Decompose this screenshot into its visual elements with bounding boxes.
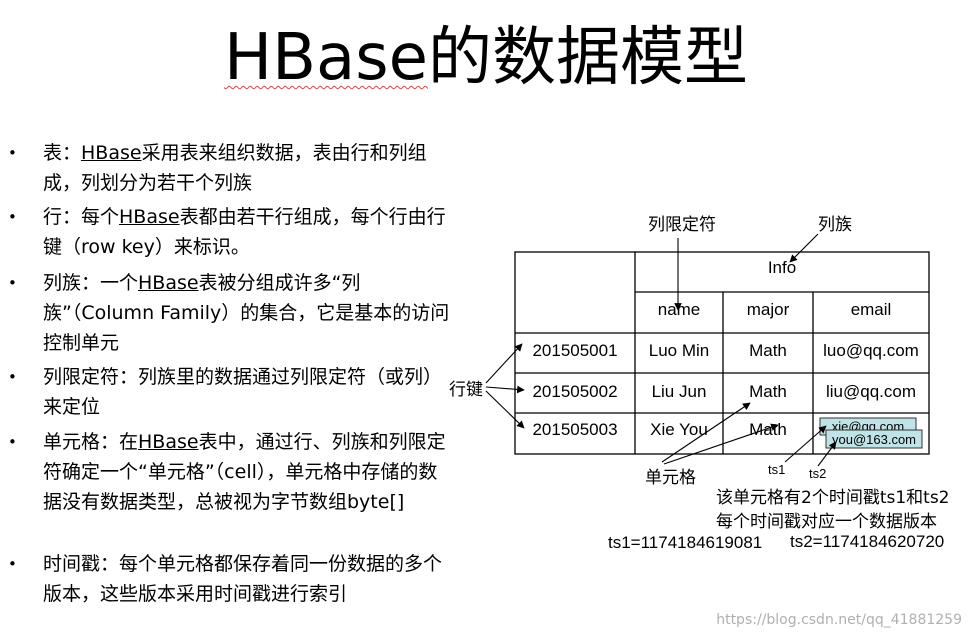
cell-arrow — [663, 423, 779, 465]
row-key: 201505001 — [532, 341, 617, 360]
bullet-marker: • — [8, 433, 17, 451]
bullet-text: 表中，通过行、列族和列限定符确定一个“单元格”（cell），单元格中存储的数据没… — [43, 431, 446, 513]
bullet-marker: • — [8, 208, 17, 226]
cell-label: 单元格 — [645, 468, 696, 488]
row-key: 201505003 — [532, 420, 617, 439]
version-value-ts2: you@163.com — [832, 432, 916, 447]
title-hbase: HBase — [224, 21, 428, 95]
table-cell: Math — [749, 341, 787, 360]
bullet-text: 单元格：在 — [43, 431, 139, 453]
page-title: HBase的数据模型 — [0, 18, 972, 98]
ts1-label: ts1 — [768, 462, 785, 477]
bullet-text: 表： — [43, 142, 82, 164]
bullet-hbase: HBase — [81, 142, 142, 164]
bullet-text: 列限定符：列族里的数据通过列限定符（或列）来定位 — [43, 366, 443, 418]
family-label: 列族 — [818, 215, 852, 235]
table-cell: luo@qq.com — [823, 341, 919, 360]
title-rest: 的数据模型 — [427, 21, 748, 95]
version-box-ts2 — [825, 429, 923, 449]
table-cell: Liu Jun — [652, 382, 707, 401]
ts1-arrow — [784, 425, 827, 463]
table-cell: Math — [749, 382, 787, 401]
ts2-arrow — [817, 441, 837, 467]
rowkey-arrow — [485, 385, 525, 394]
bullet-marker: • — [8, 274, 17, 292]
table-grid — [514, 251, 930, 455]
bullet-text: 列族：一个 — [43, 272, 139, 294]
table-cell: Xie You — [650, 420, 708, 439]
column-header: name — [658, 300, 701, 319]
bullet-hbase: HBase — [119, 206, 180, 228]
cell-versions: xie@qq.com you@163.com — [819, 417, 923, 449]
bullet-marker: • — [8, 144, 17, 162]
column-header: email — [851, 300, 892, 319]
rowkey-arrow — [485, 343, 523, 384]
table-cell: Luo Min — [649, 341, 709, 360]
timestamp-note: 该单元格有2个时间戳ts1和ts2 — [716, 488, 950, 508]
bullet-text: 表被分组成许多“列族”（Column Family）的集合，它是基本的访问控制单… — [43, 272, 450, 354]
row-key: 201505002 — [532, 382, 617, 401]
column-header: major — [747, 300, 790, 319]
table-cell: liu@qq.com — [826, 382, 916, 401]
bullet-marker: • — [8, 555, 17, 573]
family-arrow — [789, 233, 819, 263]
ts1-value: ts1=1174184619081 — [608, 533, 762, 552]
ts2-value: ts2=1174184620720 — [790, 532, 944, 551]
table-border — [514, 251, 930, 455]
timestamp-note: 每个时间戳对应一个数据版本 — [716, 512, 937, 532]
bullet-hbase: HBase — [138, 272, 199, 294]
column-family-header: Info — [768, 258, 796, 277]
rowkey-arrow — [485, 390, 525, 429]
bullet-text: 行：每个 — [43, 206, 120, 228]
table-cell: Math — [749, 420, 787, 439]
watermark: https://blog.csdn.net/qq_41881259 — [716, 612, 962, 628]
bullet-text: 时间戳：每个单元格都保存着同一份数据的多个版本，这些版本采用时间戳进行索引 — [43, 553, 443, 605]
cell-arrow — [661, 402, 751, 463]
ts2-label: ts2 — [809, 466, 826, 481]
qualifier-label: 列限定符 — [648, 215, 716, 235]
bullet-text: 采用表来组织数据，表由行和列组成，列划分为若干个列族 — [43, 142, 427, 194]
rowkey-label: 行键 — [449, 380, 483, 400]
bullet-hbase: HBase — [138, 431, 199, 453]
bullet-text: 表都由若干行组成，每个行由行键（row key）来标识。 — [43, 206, 446, 258]
bullet-marker: • — [8, 368, 17, 386]
